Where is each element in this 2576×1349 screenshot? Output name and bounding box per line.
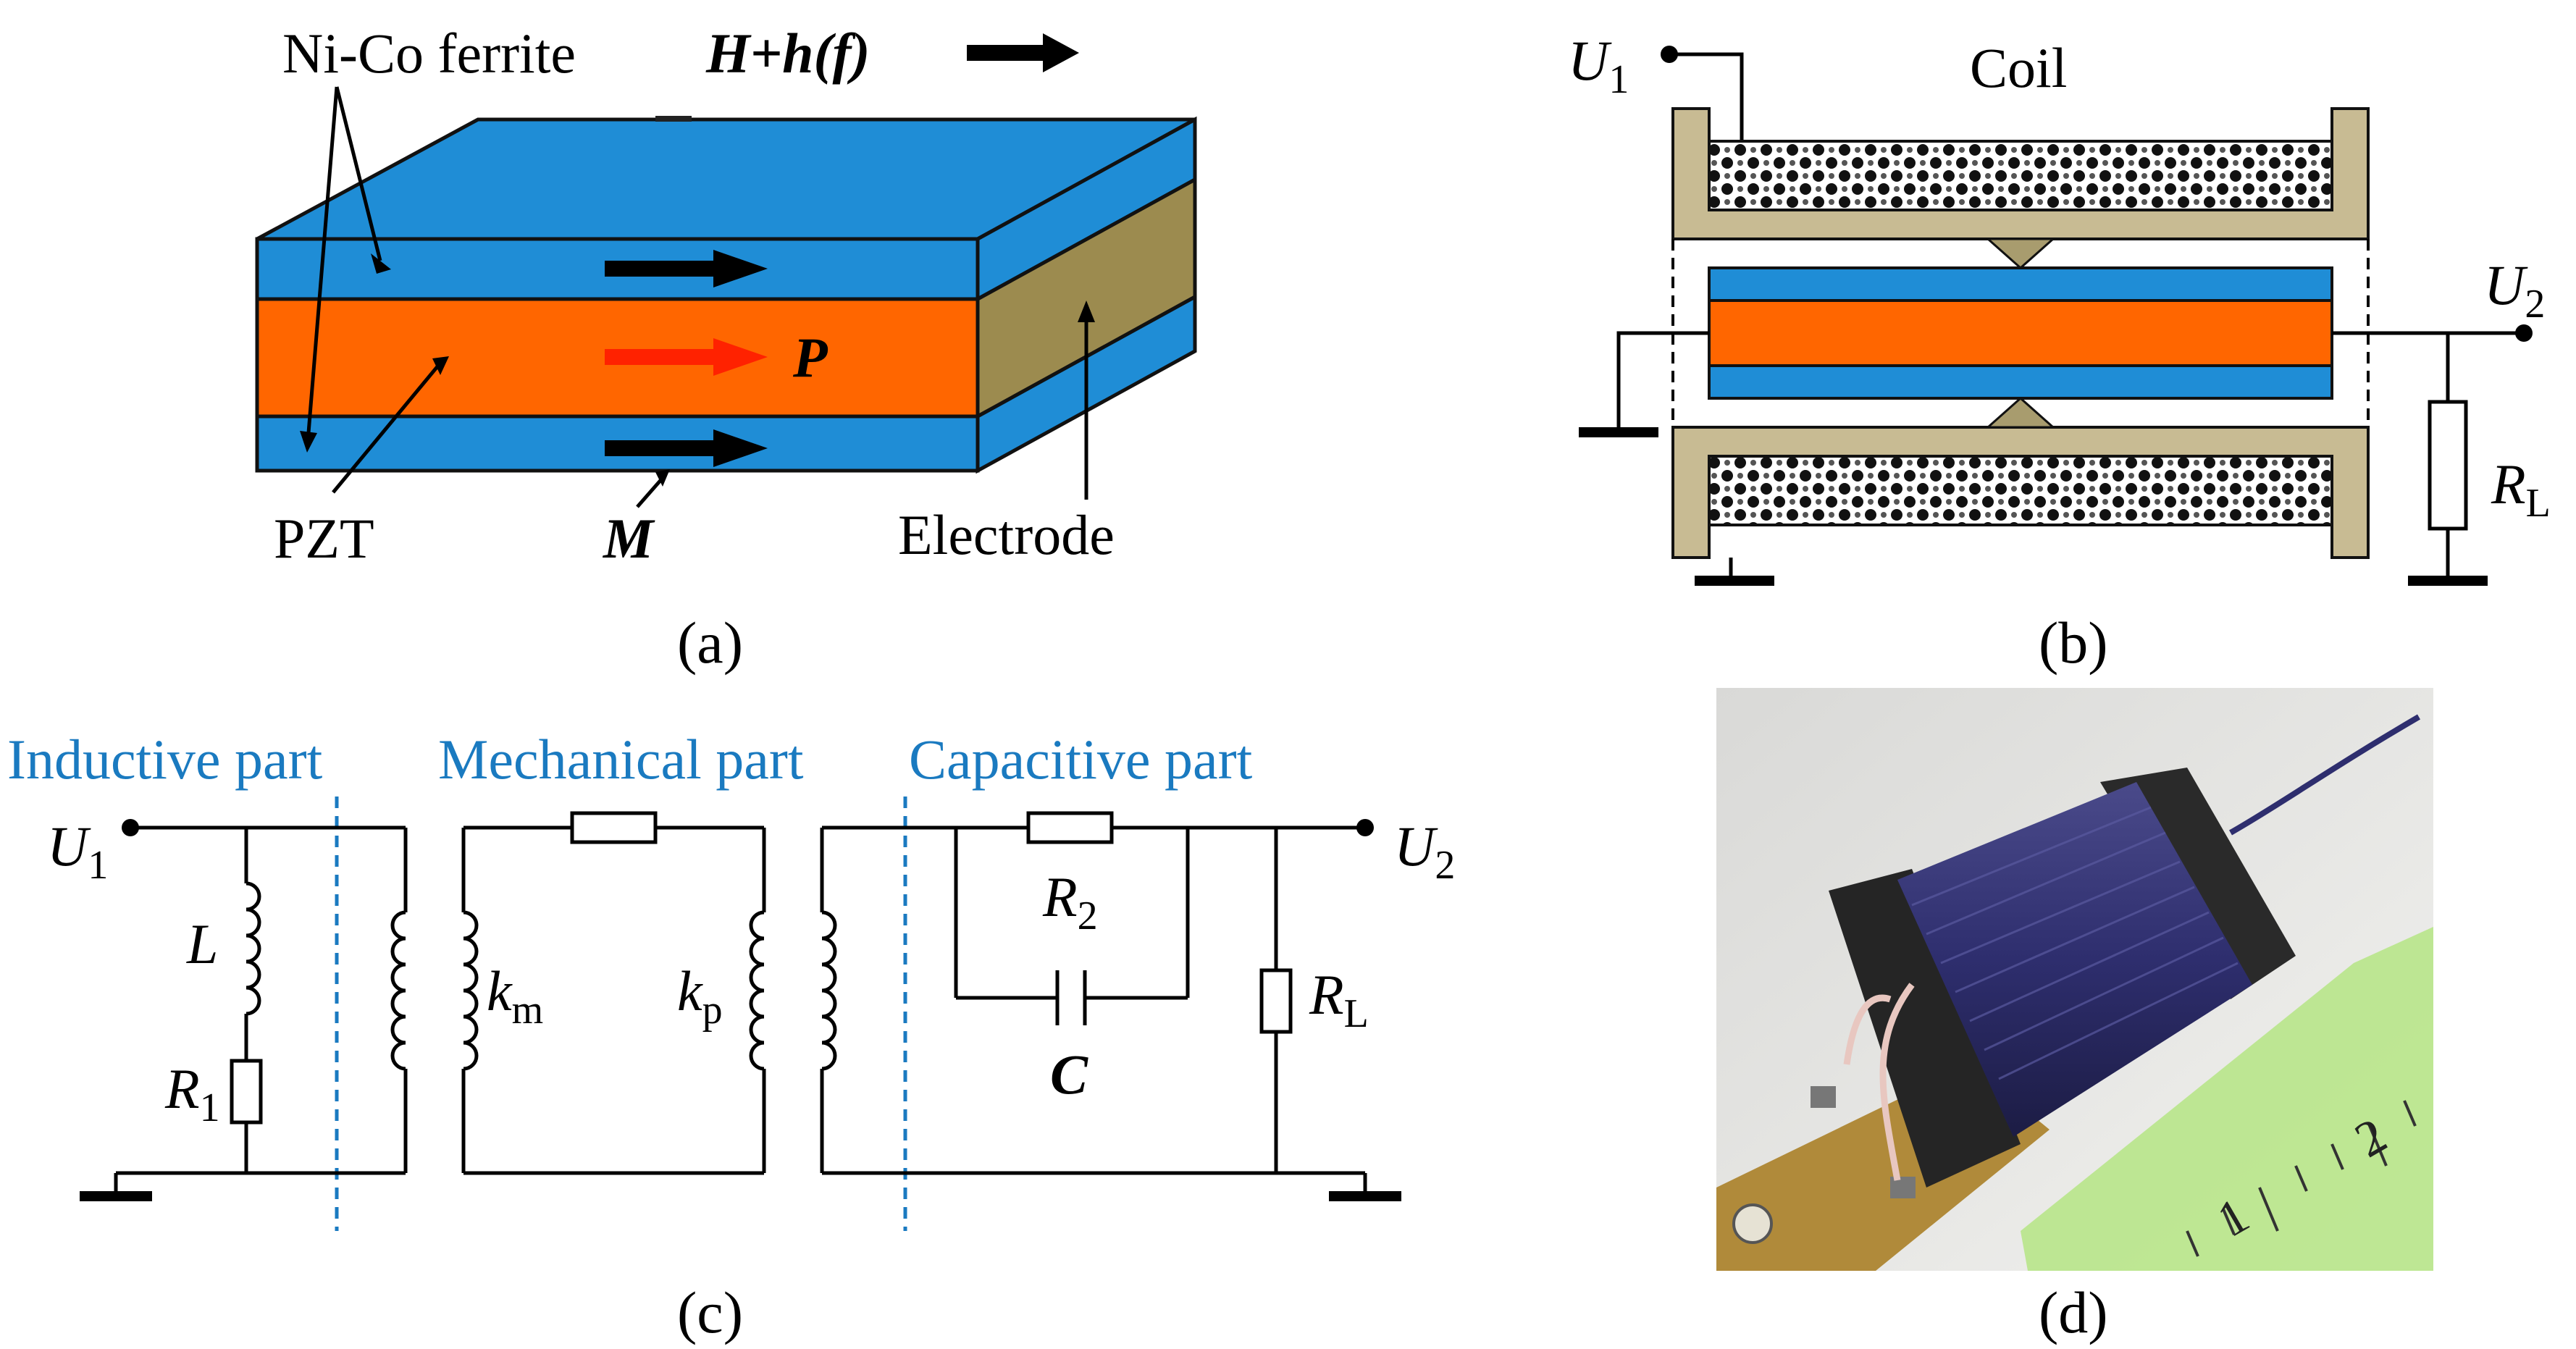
coil-turns (1911, 806, 2239, 1080)
label-rl-c: RL (1309, 963, 1369, 1036)
label-field: H+h(f) (705, 22, 870, 85)
top-support (1985, 238, 2056, 270)
transformer-primary (390, 910, 406, 1071)
label-km: km (487, 959, 543, 1033)
bobbin-front-flange (1829, 869, 2021, 1188)
label-l: L (186, 912, 218, 975)
label-electrode: Electrode (898, 503, 1115, 566)
label-coil: Coil (1970, 36, 2067, 99)
ruler-ticks (2186, 1100, 2417, 1257)
field-arrow (967, 33, 1079, 72)
label-rl-b: RL (2491, 453, 2551, 526)
panel-a: Ni-Co ferrite H+h(f) P PZT M Electrode (… (255, 22, 1197, 676)
bottom-support (1985, 396, 2056, 429)
caption-a: (a) (677, 610, 743, 676)
lead-wire-pink-1 (1843, 994, 1892, 1065)
sample-ferrite-top (1708, 266, 2333, 302)
panel-b: U1 Coil U2 RL (b) (1568, 29, 2551, 676)
polarization-arrow (605, 338, 768, 376)
label-kp: kp (677, 959, 723, 1033)
label-u2-c: U2 (1394, 815, 1455, 888)
magnetization-arrow-top (605, 250, 768, 287)
section-capacitive: Capacitive part (909, 728, 1253, 791)
resistor-rl-c (1259, 968, 1293, 1034)
label-r1: R1 (164, 1057, 220, 1130)
lead-wire-pink-2 (1879, 983, 1915, 1181)
ferrite-leaders (306, 86, 382, 442)
label-u1-b: U1 (1568, 29, 1629, 102)
magnetization-arrow-bottom (605, 429, 768, 467)
transformer-primary-p (749, 910, 765, 1071)
lead-wire-out (2229, 714, 2421, 836)
label-u2-b: U2 (2484, 253, 2545, 327)
label-m: M (602, 507, 655, 570)
section-mechanical: Mechanical part (438, 728, 804, 791)
ruler (2021, 927, 2433, 1271)
transformer-secondary-p (821, 910, 837, 1071)
label-r2: R2 (1042, 865, 1098, 938)
top-coil-winding (1708, 140, 2333, 211)
label-pzt: PZT (274, 507, 374, 570)
caption-b: (b) (2039, 610, 2108, 676)
bottom-coil-winding (1708, 455, 2333, 526)
label-u1-c: U1 (47, 815, 108, 888)
label-p: P (792, 326, 828, 389)
label-c: C (1050, 1043, 1088, 1106)
caption-d: (d) (2039, 1279, 2108, 1345)
transformer-secondary-m (463, 910, 479, 1071)
label-ferrite: Ni-Co ferrite (282, 22, 576, 85)
sample-ferrite-bottom (1708, 364, 2333, 400)
panel-c: Inductive part Mechanical part Capacitiv… (7, 728, 1455, 1345)
resistor-r2 (1026, 811, 1114, 844)
resistor-r1 (230, 1059, 263, 1125)
resistor-mech (570, 811, 658, 844)
load-resistor-b (2428, 400, 2468, 531)
inductor-l (246, 881, 261, 1016)
caption-c: (c) (677, 1279, 743, 1345)
section-inductive: Inductive part (7, 728, 323, 791)
panel-d: 1 2 (d) (1716, 688, 2433, 1345)
sample-pzt (1708, 299, 2333, 367)
